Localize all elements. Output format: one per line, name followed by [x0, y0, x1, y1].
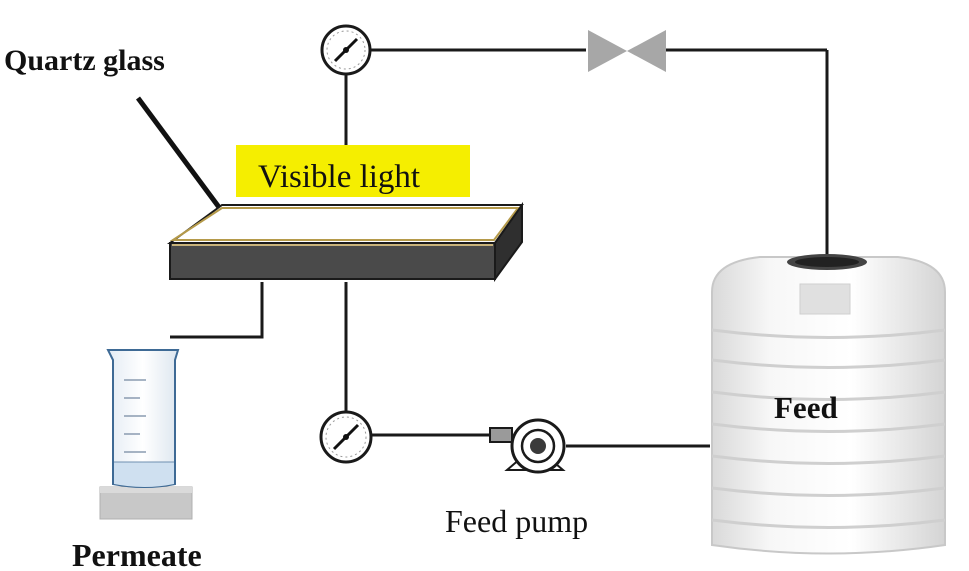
pressure-gauge-icon	[319, 410, 373, 464]
quartz-glass-stripe	[169, 207, 520, 241]
quartz-glass-pointer	[135, 96, 227, 216]
membrane-module	[166, 201, 524, 283]
permeate-label: Permeate	[72, 537, 202, 571]
graduated-cylinder-icon	[99, 349, 193, 520]
quartz-glass-top	[166, 204, 524, 244]
needle-valve-icon	[588, 30, 666, 72]
piping	[170, 48, 829, 448]
water-tank-icon	[711, 254, 946, 555]
feed-pump-label: Feed pump	[445, 503, 588, 539]
pump-icon	[489, 418, 566, 474]
visible-light-highlight	[236, 145, 470, 197]
feed-label: Feed	[774, 390, 838, 425]
pipe-permeate-outlet	[170, 282, 264, 339]
quartz-glass-label: Quartz glass	[4, 44, 165, 77]
membrane-cell-side	[494, 201, 523, 283]
membrane-cell-front	[169, 242, 496, 280]
visible-light-label: Visible light	[258, 159, 420, 195]
pressure-gauge-icon	[320, 24, 372, 76]
